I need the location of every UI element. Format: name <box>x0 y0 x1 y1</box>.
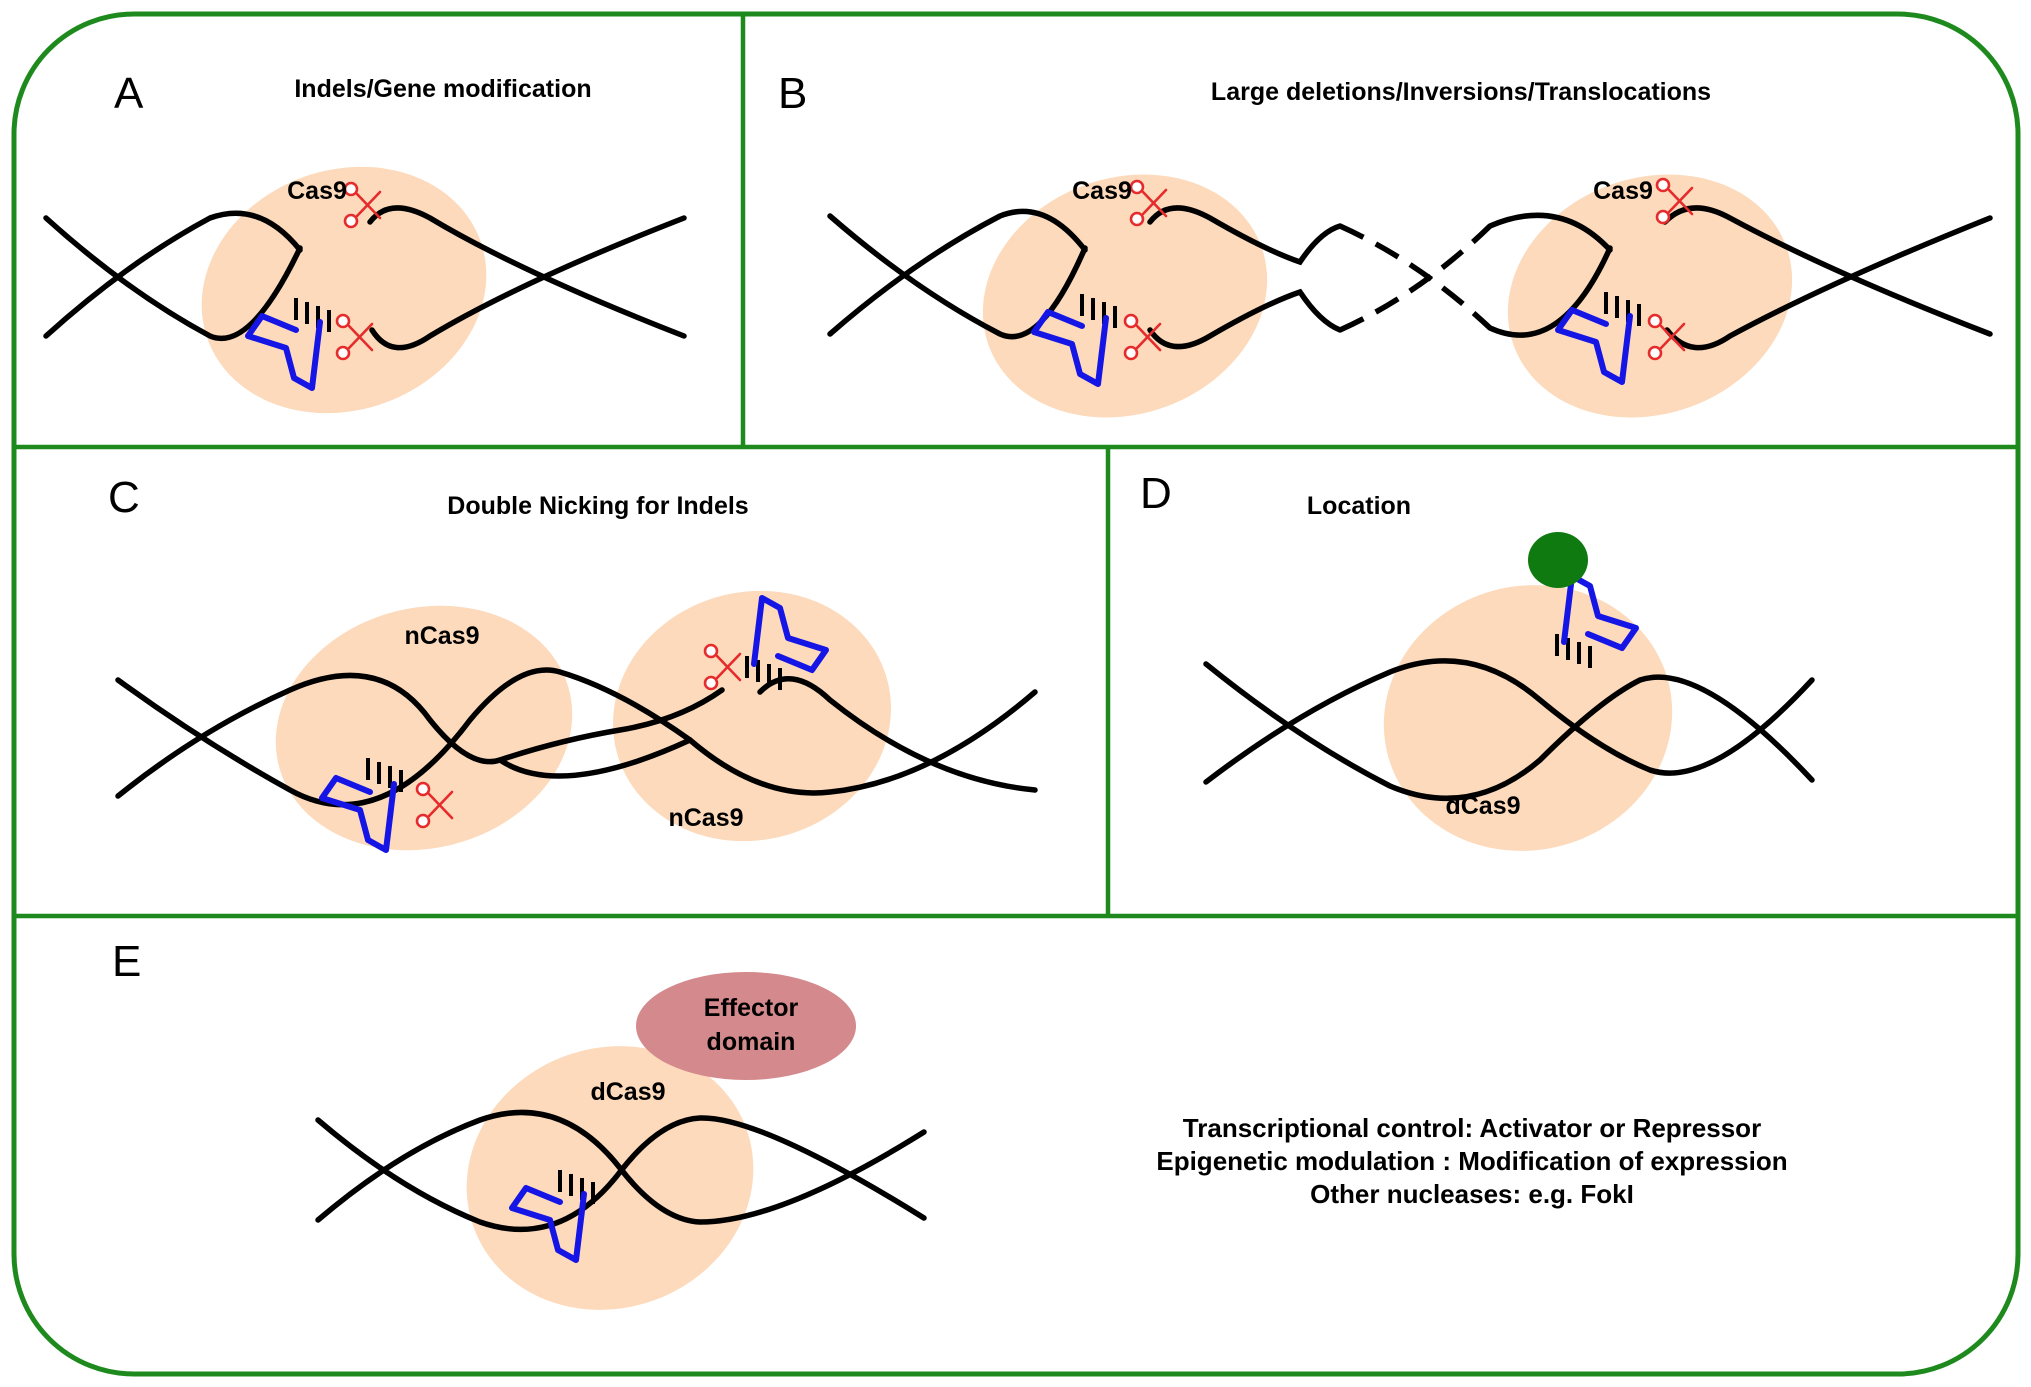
panel-b-letter: B <box>778 69 807 118</box>
panel-c-letter: C <box>108 473 140 522</box>
panel-a-letter: A <box>114 69 144 118</box>
panel-c-ncas9-label-left: nCas9 <box>404 622 479 650</box>
panel-a-cas9-body <box>201 166 487 414</box>
panel-c-dna-helix <box>115 667 1038 808</box>
panel-c-title: Double Nicking for Indels <box>447 492 748 520</box>
panel-e-dna-helix <box>315 1109 927 1233</box>
outer-frame <box>11 11 2021 1377</box>
panel-b-cas9-label-right: Cas9 <box>1593 177 1653 205</box>
panel-e-effector-domain <box>636 972 856 1080</box>
panel-a-title: Indels/Gene modification <box>294 75 591 103</box>
panel-a-dna-helix <box>43 205 687 351</box>
panel-e-effector-line1: Effector <box>704 994 799 1022</box>
panel-e-note-transcriptional: Transcriptional control: Activator or Re… <box>1183 1113 1761 1143</box>
panel-e-dcas9-label: dCas9 <box>590 1078 665 1106</box>
panel-c-ncas9-body-right <box>613 590 891 842</box>
panel-a-cas9-label: Cas9 <box>287 177 347 205</box>
panel-b-cas9-label-left: Cas9 <box>1072 177 1132 205</box>
panel-c-ncas9-label-right: nCas9 <box>668 804 743 832</box>
panel-e-note-nucleases: Other nucleases: e.g. FokI <box>1310 1179 1634 1209</box>
panel-e-letter: E <box>112 937 141 986</box>
panel-c: C Double Nicking for Indels nCas9 nCas9 <box>108 473 1038 883</box>
panel-a: A Indels/Gene modification Cas9 <box>43 69 687 414</box>
panel-d-dcas9-label: dCas9 <box>1445 792 1520 820</box>
panel-d-tag-marker <box>1528 532 1588 588</box>
panel-e-effector-line2: domain <box>707 1028 796 1056</box>
panel-d-letter: D <box>1140 469 1172 518</box>
panel-b-title: Large deletions/Inversions/Translocation… <box>1211 78 1711 106</box>
panel-b: B Large deletions/Inversions/Translocati… <box>778 69 1993 418</box>
panel-d-dna-helix <box>1203 658 1815 802</box>
panel-b-cas9-body-left <box>982 174 1268 418</box>
panel-d-title: Location <box>1307 492 1411 520</box>
panel-c-ncas9-body-left <box>275 605 573 851</box>
panel-d-dcas9-body <box>1383 585 1673 851</box>
panel-d: D Location dCas9 <box>1140 469 1815 851</box>
panel-b-dna-helix <box>827 205 1993 351</box>
panel-e: E Effector domain dCas9 Transcriptional … <box>112 937 1788 1310</box>
panel-b-cas9-body-right <box>1507 174 1793 418</box>
panel-e-note-epigenetic: Epigenetic modulation : Modification of … <box>1156 1146 1787 1176</box>
